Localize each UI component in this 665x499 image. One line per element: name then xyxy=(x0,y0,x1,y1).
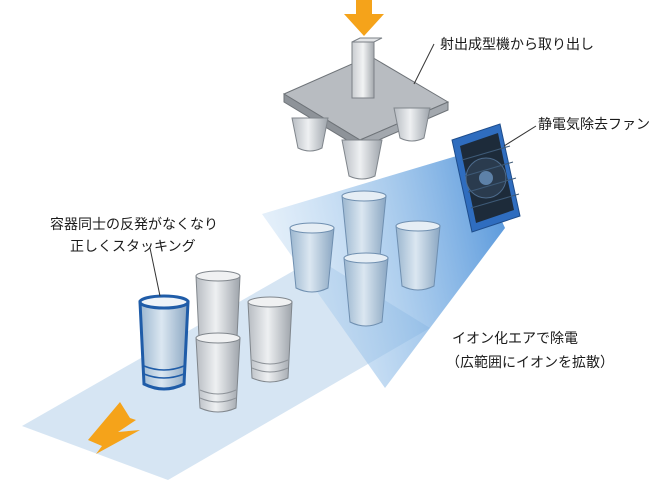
label-molding-removal: 射出成型機から取り出し xyxy=(440,37,594,53)
label-static-fan: 静電気除去ファン xyxy=(538,117,650,133)
label-stacking-line2: 正しくスタッキング xyxy=(70,239,196,255)
callout-lines xyxy=(149,43,537,297)
label-stacking-line1: 容器同士の反発がなくなり xyxy=(50,217,218,233)
orange-down-arrow-icon xyxy=(344,0,384,36)
cups-in-ion-zone xyxy=(289,190,441,327)
label-ion-line2: （広範囲にイオンを拡散） xyxy=(446,355,614,371)
highlighted-cup-stack xyxy=(138,294,190,391)
molded-cups-under-platen xyxy=(291,107,431,180)
stacked-cups xyxy=(138,270,293,413)
orange-diagonal-arrow-icon xyxy=(88,402,140,454)
ionizer-fan-icon xyxy=(451,123,521,233)
label-ion-line1: イオン化エアで除電 xyxy=(452,331,578,347)
mold-post xyxy=(351,37,383,99)
